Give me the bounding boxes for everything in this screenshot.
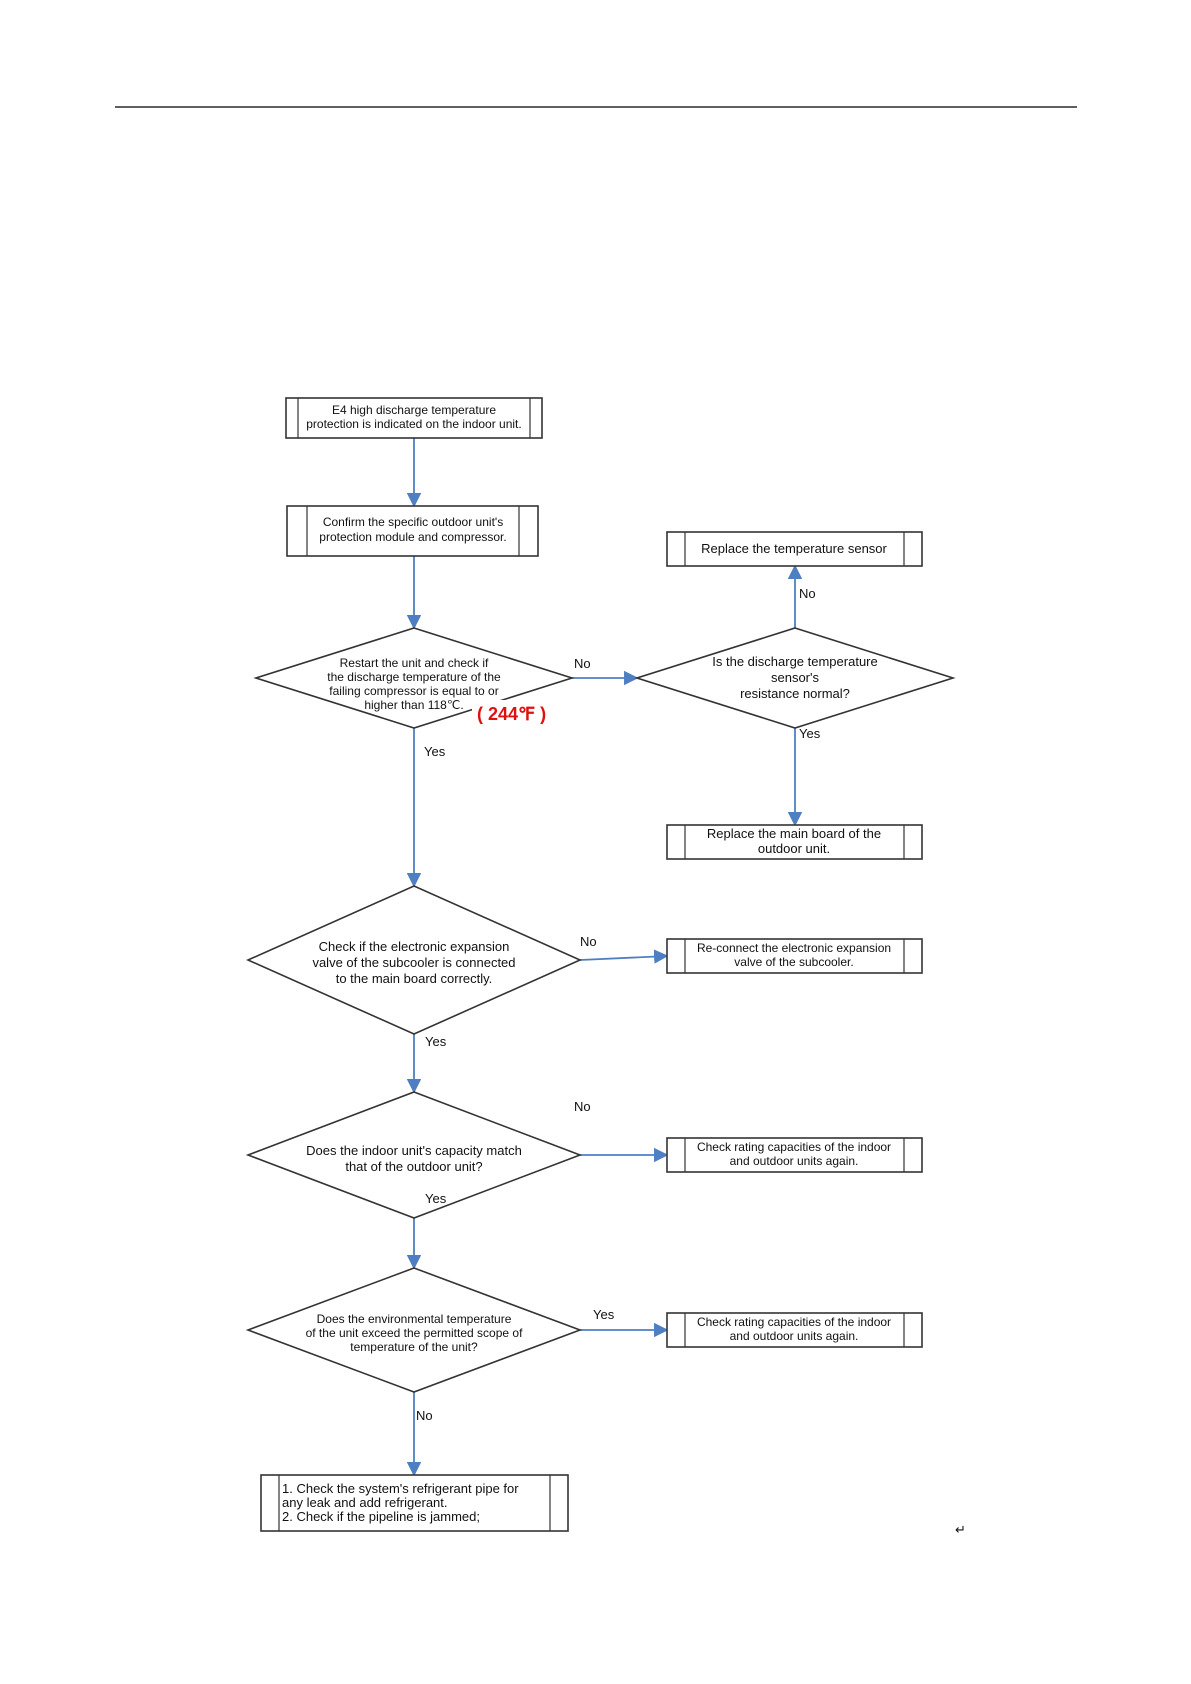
label-eev-yes: Yes: [425, 1034, 447, 1049]
label-capacity-no: No: [574, 1099, 591, 1114]
capacity-line-2: that of the outdoor unit?: [345, 1159, 482, 1174]
fahrenheit-note-bg: [472, 700, 572, 726]
fahrenheit-note: ( 244℉ ): [477, 704, 546, 724]
replace-board-box: Replace the main board of the outdoor un…: [666, 824, 923, 860]
reconnect-eev-line-2: valve of the subcooler.: [734, 955, 853, 969]
replace-board-line-1: Replace the main board of the: [707, 826, 881, 841]
check-rating-box-1: Check rating capacities of the indoor an…: [666, 1137, 923, 1173]
label-restart-yes: Yes: [424, 744, 446, 759]
env-line-2: of the unit exceed the permitted scope o…: [306, 1326, 523, 1340]
label-restart-no: No: [574, 656, 591, 671]
check-rating-2-line-2: and outdoor units again.: [730, 1329, 859, 1343]
label-env-no: No: [416, 1408, 433, 1423]
start-line-1: E4 high discharge temperature: [332, 403, 496, 417]
label-eev-no: No: [580, 934, 597, 949]
confirm-line-1: Confirm the specific outdoor unit's: [323, 515, 503, 529]
restart-line-1: Restart the unit and check if: [340, 656, 489, 670]
reconnect-eev-line-1: Re-connect the electronic expansion: [697, 941, 891, 955]
eev-line-3: to the main board correctly.: [336, 971, 493, 986]
sensor-line-1: Is the discharge temperature: [712, 654, 877, 669]
start-box: E4 high discharge temperature protection…: [285, 397, 543, 439]
return-mark: ↵: [955, 1522, 966, 1537]
check-rating-1-line-2: and outdoor units again.: [730, 1154, 859, 1168]
label-sensor-no: No: [799, 586, 816, 601]
env-line-1: Does the environmental temperature: [317, 1312, 512, 1326]
final-line-3: 2. Check if the pipeline is jammed;: [282, 1509, 480, 1524]
eev-line-1: Check if the electronic expansion: [319, 939, 510, 954]
check-rating-box-2: Check rating capacities of the indoor an…: [666, 1312, 923, 1348]
final-box: 1. Check the system's refrigerant pipe f…: [260, 1474, 569, 1532]
restart-line-2: the discharge temperature of the: [327, 670, 501, 684]
sensor-line-3: resistance normal?: [740, 686, 850, 701]
eev-line-2: valve of the subcooler is connected: [312, 955, 515, 970]
env-line-3: temperature of the unit?: [350, 1340, 478, 1354]
start-line-2: protection is indicated on the indoor un…: [306, 417, 521, 431]
replace-sensor-box: Replace the temperature sensor: [666, 531, 923, 567]
final-line-1: 1. Check the system's refrigerant pipe f…: [282, 1481, 519, 1496]
sensor-line-2: sensor's: [771, 670, 820, 685]
replace-sensor-text: Replace the temperature sensor: [701, 541, 887, 556]
restart-line-4: higher than 118℃.: [364, 698, 463, 712]
confirm-box: Confirm the specific outdoor unit's prot…: [286, 505, 539, 557]
final-line-2: any leak and add refrigerant.: [282, 1495, 448, 1510]
label-capacity-yes: Yes: [425, 1191, 447, 1206]
reconnect-eev-box: Re-connect the electronic expansion valv…: [666, 938, 923, 974]
label-sensor-yes: Yes: [799, 726, 821, 741]
restart-line-3: failing compressor is equal to or: [329, 684, 498, 698]
env-temp-check-decision: Does the environmental temperature of th…: [245, 1267, 583, 1393]
eev-check-decision: Check if the electronic expansion valve …: [246, 885, 582, 1035]
label-env-yes: Yes: [593, 1307, 615, 1322]
confirm-line-2: protection module and compressor.: [319, 530, 506, 544]
replace-board-line-2: outdoor unit.: [758, 841, 830, 856]
check-rating-1-line-1: Check rating capacities of the indoor: [697, 1140, 891, 1154]
sensor-check-decision: Is the discharge temperature sensor's re…: [634, 627, 956, 729]
arrow-eev-no: [579, 949, 669, 964]
capacity-line-1: Does the indoor unit's capacity match: [306, 1143, 522, 1158]
capacity-check-decision: Does the indoor unit's capacity match th…: [245, 1091, 583, 1219]
check-rating-2-line-1: Check rating capacities of the indoor: [697, 1315, 891, 1329]
